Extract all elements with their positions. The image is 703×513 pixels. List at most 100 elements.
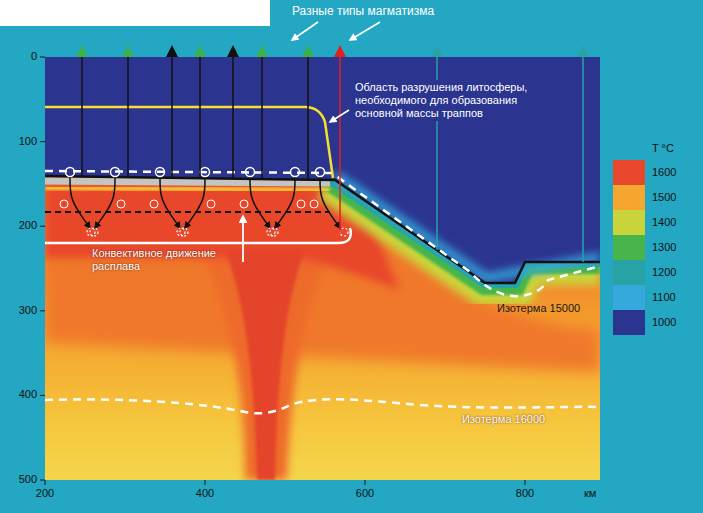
mantle-field — [45, 57, 600, 480]
axis-value: 800 — [505, 487, 545, 500]
color-swatch — [613, 285, 645, 310]
legend-value: 1100 — [652, 291, 676, 303]
axis-unit: км — [584, 487, 614, 500]
flow-circle — [87, 228, 95, 236]
flow-circle — [310, 200, 318, 208]
convection-arrow — [160, 176, 180, 228]
volcano-marker — [256, 45, 268, 57]
isotherm-1500 — [45, 171, 600, 296]
convection-arrow — [95, 176, 115, 228]
convection-arrow — [320, 176, 340, 228]
volcano-marker — [302, 45, 314, 57]
axis-tick — [365, 480, 366, 485]
magma-channel — [81, 57, 83, 176]
isotherm-label: Изотерма 15000 — [497, 302, 597, 315]
flow-circle — [150, 200, 158, 208]
color-swatch — [613, 160, 645, 185]
flow-circle — [177, 228, 185, 236]
color-swatch — [613, 310, 645, 335]
white-corner-panel — [0, 0, 270, 26]
volcano-marker — [122, 45, 134, 57]
leader-lines — [243, 22, 380, 262]
magma-channel — [199, 57, 201, 177]
axis-tick — [40, 141, 45, 142]
lithosphere-base — [45, 176, 600, 283]
flow-circle — [60, 200, 68, 208]
axis-value: 200 — [2, 219, 37, 232]
legend-value: 1000 — [652, 316, 676, 328]
axis-ticks — [40, 57, 525, 485]
flow-circle — [340, 228, 348, 236]
axis-tick — [525, 480, 526, 485]
volcano-marker — [194, 45, 206, 57]
magmatism-columns — [76, 45, 589, 262]
flow-circle — [240, 200, 248, 208]
melt-outline — [45, 228, 351, 243]
flow-circle — [207, 200, 215, 208]
magma-channel — [171, 57, 173, 177]
volcano-marker — [166, 45, 178, 57]
callout-note: Область разрушения литосферы, необходимо… — [352, 80, 563, 121]
figure-title: Разные типы магматизма — [292, 4, 467, 18]
legend-value: 1600 — [652, 166, 676, 178]
convection-arrow — [250, 176, 270, 228]
convection-arrows — [60, 168, 348, 237]
flow-circle — [201, 168, 210, 177]
model-field — [45, 57, 600, 480]
convection-arrow — [275, 176, 295, 228]
axis-tick — [205, 480, 206, 485]
isotherm-1600 — [45, 399, 600, 413]
leader-arrow — [292, 22, 318, 40]
color-swatch — [613, 210, 645, 235]
axis-tick — [40, 310, 45, 311]
flow-circle — [297, 200, 305, 208]
legend-title: T °C — [652, 142, 697, 155]
flow-circle — [267, 228, 275, 236]
destruction-outline — [45, 107, 333, 178]
leader-arrow — [242, 216, 244, 262]
flow-circle — [316, 168, 325, 177]
leader-arrow — [350, 22, 380, 40]
axis-tick — [40, 226, 45, 227]
magma-channel — [127, 57, 129, 177]
isotherm-label: Изотерма 16000 — [462, 413, 572, 426]
axis-tick — [40, 57, 45, 58]
magma-channel — [339, 57, 341, 232]
axis-tick — [45, 480, 46, 485]
legend-value: 1500 — [652, 191, 676, 203]
axis-value: 600 — [345, 487, 385, 500]
convection-arrow — [70, 176, 90, 228]
legend-value: 1400 — [652, 216, 676, 228]
axis-value: 300 — [2, 304, 37, 317]
flow-circle — [66, 168, 75, 177]
axis-tick — [40, 395, 45, 396]
flow-circle — [117, 200, 125, 208]
color-swatch — [613, 185, 645, 210]
magma-channel — [232, 57, 234, 178]
legend-value: 1200 — [652, 266, 676, 278]
axis-value: 0 — [2, 50, 37, 63]
volcano-marker — [76, 45, 88, 57]
color-swatch — [613, 235, 645, 260]
volcano-marker — [431, 45, 443, 57]
isotherm-band — [45, 188, 330, 190]
axis-value: 200 — [25, 487, 65, 500]
axis-value: 100 — [2, 135, 37, 148]
plume-halo — [200, 250, 330, 480]
volcano-marker — [334, 45, 346, 57]
axis-value: 400 — [2, 388, 37, 401]
color-swatch — [613, 260, 645, 285]
magma-channel — [582, 57, 584, 262]
legend-value: 1300 — [652, 241, 676, 253]
convection-arrow — [185, 176, 205, 228]
flow-circle — [111, 168, 120, 177]
flow-circle — [291, 168, 300, 177]
magma-channel — [307, 57, 309, 179]
grey-band — [45, 181, 330, 183]
axis-tick — [40, 480, 45, 481]
leader-arrow — [330, 110, 349, 122]
axis-value: 500 — [2, 473, 37, 486]
axis-value: 400 — [185, 487, 225, 500]
lithosphere — [45, 57, 600, 283]
